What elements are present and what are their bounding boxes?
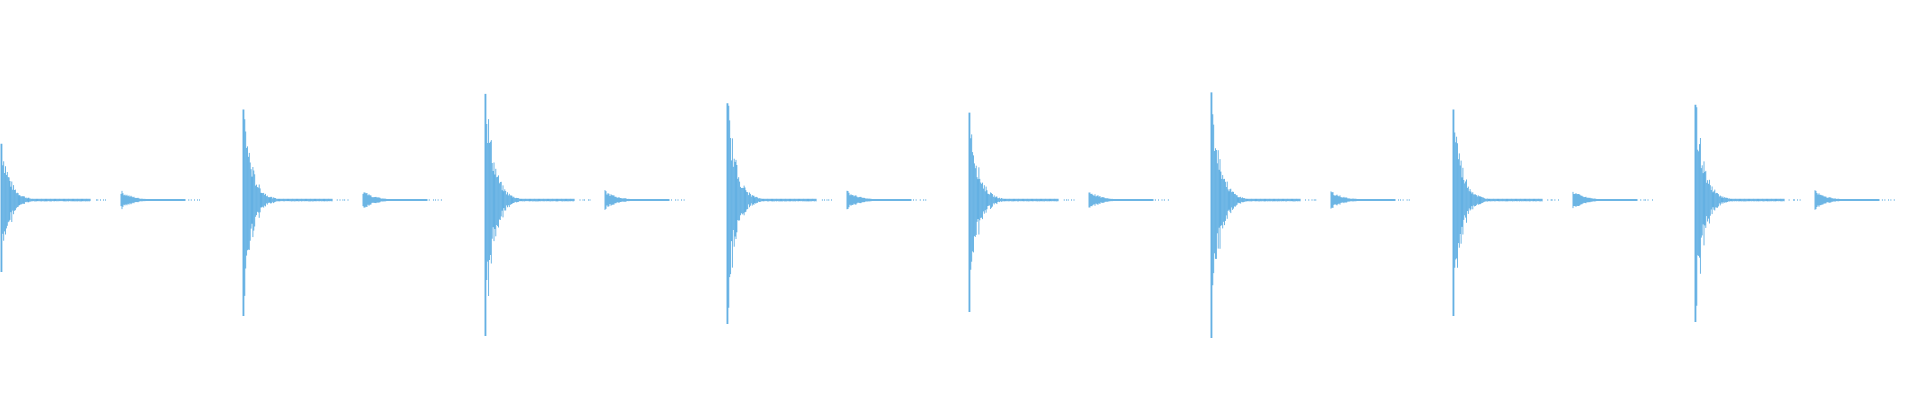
waveform-track	[0, 92, 1895, 338]
beat-transient	[484, 93, 591, 336]
beat-echo	[846, 190, 927, 210]
beat-5	[968, 112, 1169, 312]
beat-transient	[968, 112, 1075, 312]
beat-6	[1210, 92, 1410, 338]
beat-1	[0, 143, 201, 272]
beat-4	[726, 103, 927, 324]
beat-3	[484, 93, 685, 336]
beat-echo	[1088, 192, 1169, 208]
beat-transient	[726, 103, 832, 324]
beat-2	[242, 109, 442, 316]
beat-echo	[362, 192, 442, 208]
beat-transient	[242, 109, 349, 316]
beat-transient	[1452, 109, 1559, 316]
beat-echo	[1814, 190, 1895, 210]
beat-transient	[0, 143, 106, 272]
beat-echo	[1572, 191, 1653, 209]
beat-echo	[1330, 191, 1410, 209]
beat-echo	[120, 190, 201, 210]
beat-8	[1694, 104, 1895, 322]
beat-transient	[1210, 92, 1317, 338]
beat-7	[1452, 109, 1653, 316]
beat-transient	[1694, 104, 1801, 322]
beat-echo	[604, 190, 685, 210]
